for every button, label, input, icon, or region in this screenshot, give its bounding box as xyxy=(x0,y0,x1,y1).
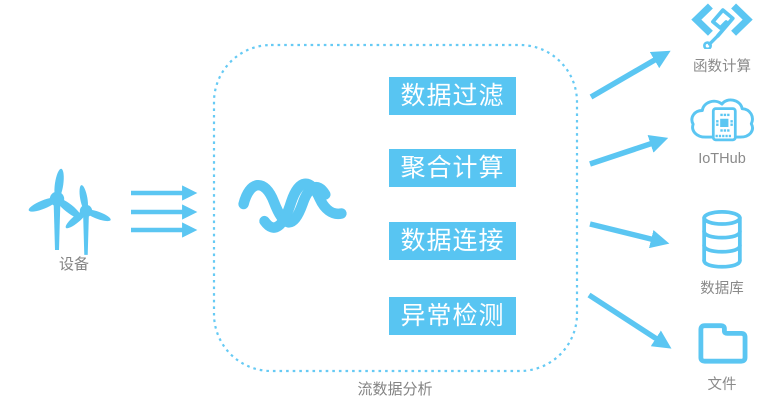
output-arrow-iothub xyxy=(589,134,669,167)
iothub-label: IoTHub xyxy=(698,151,746,167)
step-chip-data-filter: 数据过滤 xyxy=(389,77,516,115)
file-folder-icon xyxy=(698,323,748,364)
output-iothub: IoTHub xyxy=(678,94,766,167)
output-arrows xyxy=(587,50,672,349)
process-box-caption: 流数据分析 xyxy=(357,381,433,398)
chip-board xyxy=(711,107,737,142)
step-chip-aggregation: 聚合计算 xyxy=(389,149,516,187)
stream-wave-icon xyxy=(238,178,347,233)
output-function-compute: 函数计算 xyxy=(678,1,766,76)
step-chip-data-join: 数据连接 xyxy=(389,222,516,260)
output-arrow-database xyxy=(589,221,670,249)
device-label: 设备 xyxy=(58,256,89,273)
function-compute-icon xyxy=(691,3,753,49)
database-label: 数据库 xyxy=(700,281,744,297)
output-arrow-function-compute xyxy=(589,50,671,100)
iothub-cloud-chip-icon xyxy=(690,98,754,142)
file-label: 文件 xyxy=(707,377,737,393)
step-chip-anomaly-detect: 异常检测 xyxy=(389,297,516,335)
wind-turbines-icon xyxy=(28,168,111,255)
device-source xyxy=(22,156,126,256)
output-database: 数据库 xyxy=(678,209,766,298)
output-file: 文件 xyxy=(678,318,766,394)
input-arrows xyxy=(131,185,198,238)
output-arrow-file xyxy=(587,292,672,349)
database-icon xyxy=(702,209,742,269)
function-compute-label: 函数计算 xyxy=(693,59,751,75)
process-box-border xyxy=(212,43,579,373)
